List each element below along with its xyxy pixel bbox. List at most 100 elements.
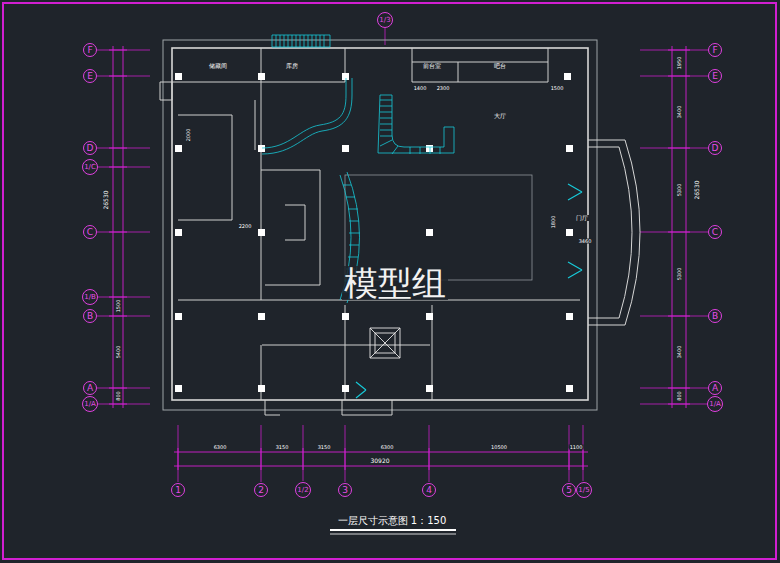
axis-bubble: 2 xyxy=(254,483,268,497)
axis-label: A xyxy=(712,384,718,393)
atrium-outline xyxy=(345,175,532,280)
axis-bubble: 3 xyxy=(338,483,352,497)
plan-label: 800 xyxy=(116,390,121,402)
caption-underline xyxy=(330,534,456,535)
plan-label: 3400 xyxy=(677,105,682,120)
plan-label: 1400 xyxy=(413,86,428,91)
axis-bubble: 1/A xyxy=(82,396,98,412)
plan-label: 6300 xyxy=(213,445,228,450)
axis-bubble: 1/3 xyxy=(377,12,393,28)
axis-line xyxy=(178,28,583,482)
axis-label: F xyxy=(87,46,92,55)
axis-bubble: F xyxy=(83,43,97,57)
axis-bubble: 1/2 xyxy=(295,482,311,498)
axis-label: E xyxy=(712,72,718,81)
axis-bubble: F xyxy=(708,43,722,57)
axis-bubble: B xyxy=(83,309,97,323)
axis-bubble: 4 xyxy=(422,483,436,497)
plan-label: 1500 xyxy=(550,86,565,91)
plan-label: 30920 xyxy=(369,458,390,464)
axis-bubble: 5 xyxy=(562,483,576,497)
axis-label: D xyxy=(712,144,719,153)
entrance-portico xyxy=(588,140,640,325)
ramp-curve xyxy=(262,78,352,154)
axis-bubble: A xyxy=(83,381,97,395)
axis-label: 1 xyxy=(175,486,181,495)
axis-bubble: C xyxy=(708,225,722,239)
axis-label: A xyxy=(87,384,93,393)
plan-label: 3400 xyxy=(677,345,682,360)
plan-label: 2000 xyxy=(186,128,191,143)
axis-bubble: E xyxy=(83,69,97,83)
axis-label: 1/A xyxy=(709,401,721,408)
axis-line xyxy=(640,50,708,404)
plan-label: 1950 xyxy=(677,56,682,71)
plan-label: 26530 xyxy=(694,179,700,200)
plan-label: 5300 xyxy=(677,267,682,282)
axis-label: 1/A xyxy=(84,401,96,408)
plan-label: 5400 xyxy=(116,345,121,360)
axis-bubble: D xyxy=(708,141,722,155)
plan-label: 前台室 xyxy=(422,63,442,69)
spiral-stair xyxy=(378,95,454,154)
plan-label: 3460 xyxy=(578,239,593,244)
stair-symbol xyxy=(272,35,330,47)
caption-underline xyxy=(330,529,456,531)
plan-label: 5300 xyxy=(677,183,682,198)
plan-label: 6300 xyxy=(380,445,395,450)
plan-label: 26530 xyxy=(103,189,109,210)
watermark: 模型组 xyxy=(342,266,448,300)
axis-bubble: C xyxy=(83,225,97,239)
dimension-line xyxy=(109,46,127,408)
plan-label: 1500 xyxy=(116,299,121,314)
axis-bubble: 1/5 xyxy=(576,482,592,498)
axis-label: F xyxy=(712,46,717,55)
axis-label: 1/C xyxy=(84,164,96,171)
drawing-caption: 一层尺寸示意图 1：150 xyxy=(338,516,447,526)
plan-label: 储藏间 xyxy=(208,63,228,69)
axis-label: 1/2 xyxy=(297,487,308,494)
axis-bubble: 1 xyxy=(171,483,185,497)
axis-bubble: 1/A xyxy=(707,396,723,412)
axis-label: 4 xyxy=(426,486,432,495)
plan-label: 门厅 xyxy=(575,215,589,221)
plan-label: 大厅 xyxy=(493,113,507,119)
axis-line xyxy=(97,50,150,404)
inner-wall xyxy=(172,48,588,400)
plan-label: 2200 xyxy=(238,224,253,229)
plan-label: 10500 xyxy=(490,445,508,450)
structural-column xyxy=(175,73,573,392)
axis-label: 3 xyxy=(342,486,348,495)
elevator-shaft xyxy=(370,328,400,358)
plan-label: 800 xyxy=(677,390,682,402)
axis-label: 1/B xyxy=(84,294,96,301)
interior-wall xyxy=(160,48,580,415)
dimension-line xyxy=(174,448,588,470)
plan-label: 3150 xyxy=(275,445,290,450)
axis-bubble: 1/B xyxy=(82,289,98,305)
axis-bubble: B xyxy=(708,309,722,323)
plan-label: 1100 xyxy=(569,445,584,450)
axis-bubble: D xyxy=(83,141,97,155)
axis-label: D xyxy=(87,144,94,153)
axis-label: 2 xyxy=(258,486,264,495)
sheet-frame xyxy=(3,3,776,559)
dimension-line xyxy=(668,46,690,408)
axis-bubble: A xyxy=(708,381,722,395)
axis-label: C xyxy=(87,228,93,237)
axis-bubble: 1/C xyxy=(82,159,98,175)
axis-label: B xyxy=(712,312,718,321)
plan-label: 1800 xyxy=(551,215,556,230)
outer-wall xyxy=(163,40,597,410)
plan-label: 吧台 xyxy=(493,63,507,69)
plan-label: 2300 xyxy=(436,86,451,91)
axis-label: C xyxy=(712,228,718,237)
plan-label: 3150 xyxy=(317,445,332,450)
plan-label: 库房 xyxy=(285,63,299,69)
axis-label: B xyxy=(87,312,93,321)
axis-label: 1/5 xyxy=(578,487,589,494)
axis-label: 5 xyxy=(566,486,572,495)
axis-bubble: E xyxy=(708,69,722,83)
axis-label: E xyxy=(87,72,93,81)
